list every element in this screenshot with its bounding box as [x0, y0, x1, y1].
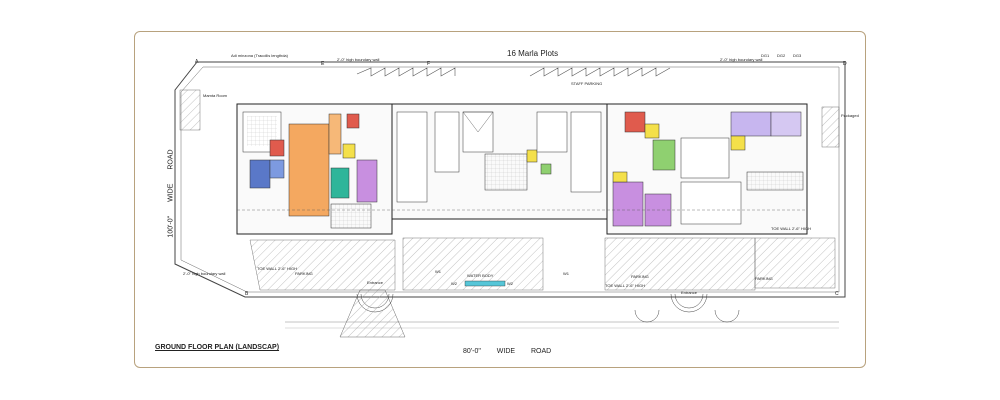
grid-letter-c: C	[835, 291, 839, 297]
zigzag-fence-right	[529, 67, 671, 77]
toe-wall-label-3: TOE WALL 2'-6" HIGH	[771, 226, 812, 231]
toe-wall-label-1: TOE WALL 2'-6" HIGH	[257, 266, 298, 271]
grid-letter-f: F	[427, 61, 431, 67]
room-orange-1	[288, 123, 330, 217]
parking-hatch-4	[754, 237, 836, 289]
ramp-arc-1	[634, 309, 660, 323]
room-center-seating	[484, 153, 528, 191]
room-right-5	[680, 181, 742, 225]
plot-boundary	[174, 61, 846, 298]
room-blue-1	[249, 159, 271, 189]
bottom-road-label: 80'-0" WIDE ROAD	[463, 348, 552, 355]
room-green-2	[652, 139, 676, 171]
zigzag-fence-left	[356, 67, 456, 77]
right-wall-note: 2'-0" high boundary wall	[720, 57, 763, 62]
parking-label-3: PARKING	[755, 276, 773, 281]
room-red-3	[624, 111, 646, 133]
ramp-arc-2	[714, 309, 740, 323]
mamta-room-label: Mamta Room	[203, 93, 228, 98]
hatch-left-top	[179, 89, 201, 131]
room-center-4	[536, 111, 568, 153]
room-green-1	[540, 163, 552, 175]
room-teal	[330, 167, 350, 199]
w1-label-a: W1	[435, 269, 441, 274]
dg-label-3: DG3	[793, 53, 802, 58]
hatch-right-top	[821, 106, 840, 148]
top-note: Adi minzona (Tracollis lengthda)	[231, 53, 288, 58]
room-lavender-1	[730, 111, 772, 137]
room-red-1	[269, 139, 285, 157]
packaged-label: Packaged	[841, 113, 859, 118]
dg-label-1: DG1	[761, 53, 770, 58]
room-yellow-3	[612, 171, 628, 183]
w2-label-a: W2	[451, 281, 457, 286]
boundary-left-label: 2'-0" high boundary wall	[183, 271, 226, 276]
room-grid-left	[330, 203, 372, 229]
plan-frame: 16 Marla Plots Adi minzona (Tracollis le…	[134, 31, 866, 368]
parking-label-1: PARKING	[295, 271, 313, 276]
room-center-1	[396, 111, 428, 203]
grid-letter-b: B	[245, 291, 249, 297]
room-red-2	[346, 113, 360, 129]
room-right-seating	[746, 171, 804, 191]
dg-label-2: DG2	[777, 53, 786, 58]
top-wall-note: 2'-0" high boundary wall	[337, 57, 380, 62]
staff-parking-label: STAFF PARKING	[571, 81, 603, 86]
toe-wall-label-2: TOE WALL 2'-6" HIGH	[605, 283, 646, 288]
room-orange-2	[328, 113, 342, 155]
room-center-pyramid	[462, 111, 494, 133]
floor-plan-drawing	[174, 61, 846, 338]
w1-label-b: W1	[563, 271, 569, 276]
w2-label-b: W2	[507, 281, 513, 286]
room-purple-1	[356, 159, 378, 203]
water-body	[464, 280, 506, 287]
room-center-2	[434, 111, 460, 173]
grid-letter-a: A	[195, 59, 199, 65]
left-road-label: 100'-0" WIDE ROAD	[167, 149, 175, 238]
room-lavender-2	[770, 111, 802, 137]
plot-title: 16 Marla Plots	[507, 49, 559, 58]
room-yellow-1	[342, 143, 356, 159]
parking-label-2: PARKING	[631, 274, 649, 279]
entrance-label-2: Entrance	[681, 290, 698, 295]
room-right-4	[680, 137, 730, 179]
left-stairs	[339, 289, 406, 338]
room-yellow-2	[526, 149, 538, 163]
room-blue-2	[269, 159, 285, 179]
entrance-label-1: Entrance	[367, 280, 384, 285]
parking-hatch-1	[249, 239, 396, 291]
room-center-5	[570, 111, 602, 193]
grid-letter-e: E	[321, 61, 325, 67]
grid-letter-d: D	[843, 61, 847, 67]
parking-hatch-3	[604, 237, 756, 291]
drawing-caption: GROUND FLOOR PLAN (LANDSCAP)	[155, 344, 280, 351]
room-yellow-4	[644, 123, 660, 139]
room-purple-2	[612, 181, 644, 227]
water-body-label: WATER BODY	[467, 273, 494, 278]
entrance-arc-2	[670, 293, 708, 313]
room-yellow-5	[730, 135, 746, 151]
